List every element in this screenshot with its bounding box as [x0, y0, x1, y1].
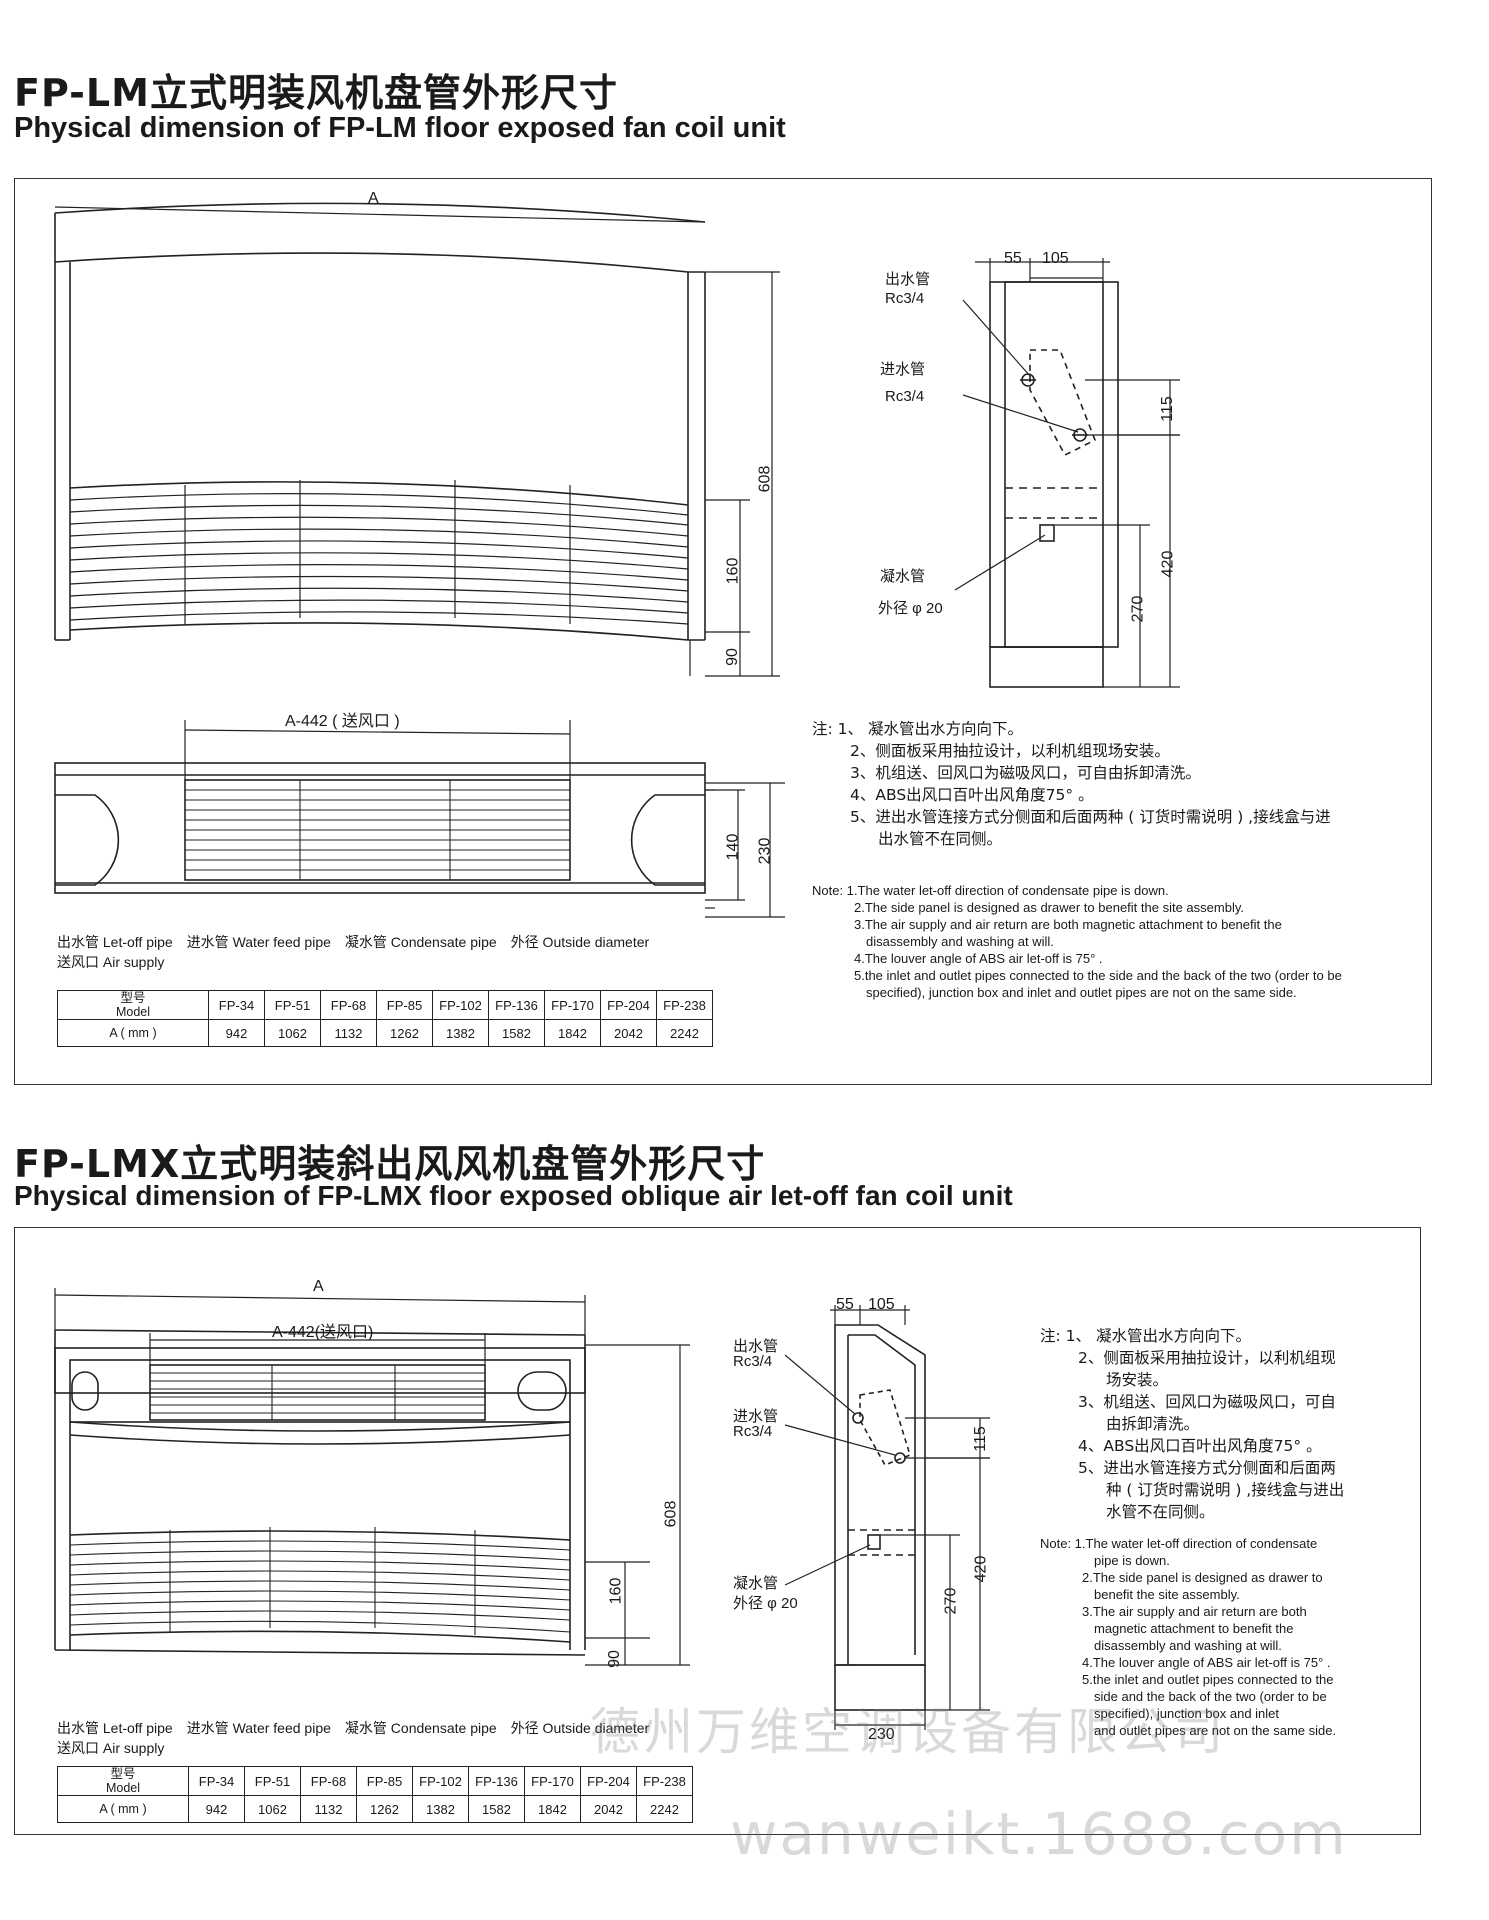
s1-dim-55: 55 — [1004, 250, 1022, 267]
s1-inlet-pipe-spec: Rc3/4 — [885, 388, 925, 405]
s2-front-louvers — [69, 1365, 571, 1635]
s1-dim-A: A — [368, 190, 379, 207]
s1-dim-105: 105 — [1042, 250, 1069, 267]
s1-inlet-pipe-label: 进水管 — [880, 361, 926, 378]
section2-panel — [14, 1227, 1421, 1835]
s2-inlet-pipe-spec: Rc3/4 — [733, 1423, 773, 1440]
s1-legend-line2: 送风口 Air supply — [57, 954, 165, 970]
s2-notes-en: Note: 1.The water let-off direction of c… — [1040, 1536, 1337, 1738]
s1-outlet-pipe-label: 出水管 — [885, 271, 931, 288]
s2-notes-cn: 注: 1、 凝水管出水方向向下。 2、侧面板采用抽拉设计，以利机组现 场安装。 … — [1040, 1327, 1345, 1521]
s2-dim-420: 420 — [972, 1555, 990, 1583]
s1-dim-270: 270 — [1129, 595, 1147, 623]
s1-notes-cn: 注: 1、 凝水管出水方向向下。 2、侧面板采用抽拉设计，以利机组现场安装。 3… — [812, 720, 1331, 848]
section1-title-en: Physical dimension of FP-LM floor expose… — [14, 112, 786, 144]
s2-dim-55: 55 — [836, 1296, 854, 1313]
s2-outlet-pipe-spec: Rc3/4 — [733, 1353, 773, 1370]
section1-panel — [14, 178, 1432, 1085]
s2-dim-A: A — [313, 1278, 324, 1295]
s2-condensate-spec: 外径 φ 20 — [733, 1595, 798, 1612]
s1-dim-supply: A-442 ( 送风口 ) — [285, 713, 400, 730]
s1-dim-420: 420 — [1159, 550, 1177, 578]
section2-title-cn: FP-LMX立式明装斜出风风机盘管外形尺寸 — [14, 1142, 766, 1186]
watermark-cn: 德州万维空调设备有限公司 — [590, 1703, 1226, 1761]
s1-dim-160: 160 — [724, 557, 742, 585]
section1-title-cn: FP-LM立式明装风机盘管外形尺寸 — [14, 71, 618, 115]
s2-front-view — [54, 1329, 586, 1656]
s2-dim-90: 90 — [605, 1650, 623, 1668]
s1-front-louvers — [69, 480, 689, 625]
s2-dim-608: 608 — [662, 1500, 680, 1528]
s1-top-louvers — [185, 780, 570, 880]
s2-legend-line2: 送风口 Air supply — [57, 1740, 165, 1756]
s1-dim-140: 140 — [724, 833, 742, 861]
s2-outlet-pipe-label: 出水管 — [733, 1338, 779, 1355]
watermark-en: wanweikt.1688.com — [730, 1800, 1348, 1868]
s1-notes-en: Note: 1.The water let-off direction of c… — [812, 883, 1342, 1000]
s2-dim-230: 230 — [868, 1726, 895, 1743]
s1-side-view — [989, 281, 1119, 688]
s1-top-view — [54, 762, 706, 894]
s2-dim-160: 160 — [607, 1577, 625, 1605]
s1-front-view — [54, 202, 706, 641]
table-row: A ( mm ) 942 1062 1132 1262 1382 1582 18… — [57, 1019, 713, 1047]
s1-dim-90: 90 — [723, 648, 741, 666]
s1-dim-608: 608 — [756, 465, 774, 493]
s2-dim-105: 105 — [868, 1296, 895, 1313]
s2-dim-270: 270 — [942, 1587, 960, 1615]
s2-dim-supply: A-442(送风口) — [272, 1324, 374, 1341]
s1-dim-115: 115 — [1158, 396, 1176, 422]
s1-condensate-spec: 外径 φ 20 — [878, 600, 943, 617]
s2-condensate-label: 凝水管 — [733, 1575, 779, 1592]
s2-side-view — [834, 1324, 926, 1711]
section2-title-en: Physical dimension of FP-LMX floor expos… — [14, 1180, 1013, 1211]
s2-inlet-pipe-label: 进水管 — [733, 1408, 779, 1425]
table-row: A ( mm ) 942 1062 1132 1262 1382 1582 18… — [57, 1795, 693, 1823]
s1-dim-230: 230 — [756, 837, 774, 865]
s2-dim-115: 115 — [971, 1426, 989, 1452]
s1-outlet-pipe-spec: Rc3/4 — [885, 290, 925, 307]
s1-condensate-label: 凝水管 — [880, 568, 926, 585]
